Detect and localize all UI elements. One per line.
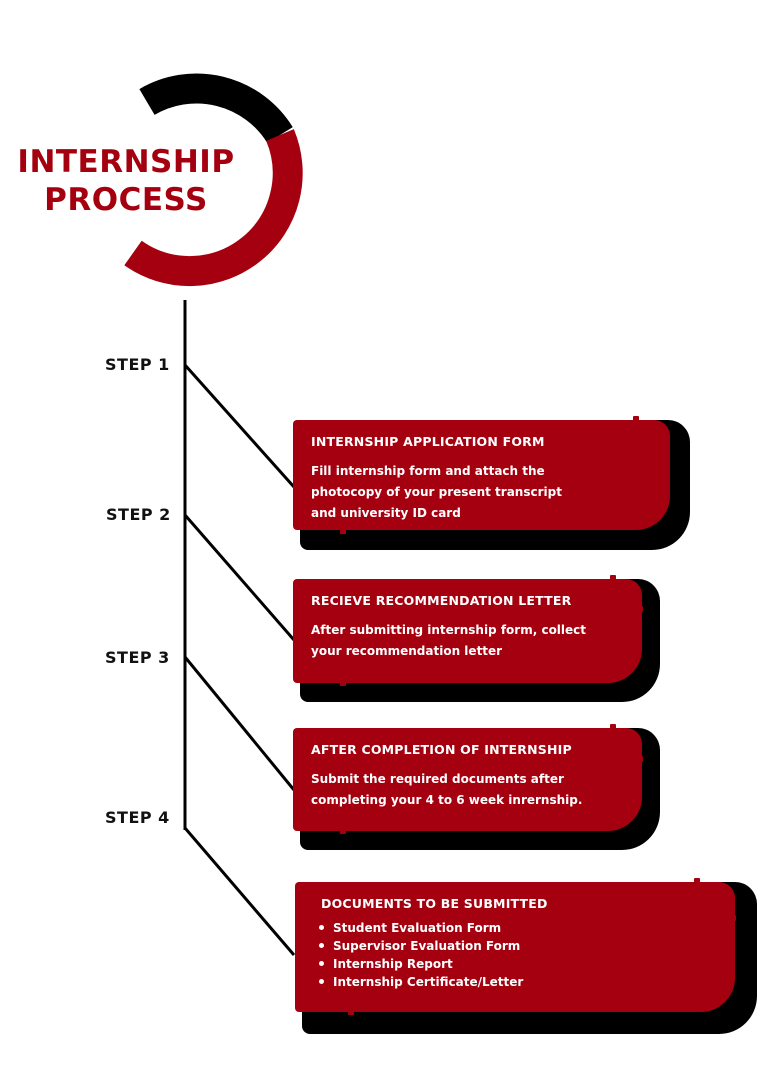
step-3-heading: AFTER COMPLETION OF INTERNSHIP [311,742,572,757]
step-label-4: STEP 4 [105,808,170,827]
step-2-body: After submitting internship form, collec… [311,623,587,658]
title-line-2: PROCESS [44,182,208,218]
title-ring [124,73,303,287]
step-1-heading: INTERNSHIP APPLICATION FORM [311,434,545,449]
connector-step-3 [183,656,296,791]
list-item: Internship Report [319,955,717,973]
connector-step-4 [183,827,296,956]
list-item: Student Evaluation Form [319,919,717,937]
step-1-body: Fill internship form and attach the phot… [311,464,562,520]
step-3-body: Submit the required documents after comp… [311,772,583,807]
step-2-heading: RECIEVE RECOMMENDATION LETTER [311,593,572,608]
list-item: Supervisor Evaluation Form [319,937,717,955]
step-label-1: STEP 1 [105,355,170,374]
step-label-2: STEP 2 [106,505,171,524]
connector-step-1 [183,364,296,488]
page-title: INTERNSHIP PROCESS [8,143,244,219]
title-line-1: INTERNSHIP [17,144,235,180]
documents-list: Student Evaluation Form Supervisor Evalu… [319,919,717,991]
step-4-heading: DOCUMENTS TO BE SUBMITTED [321,896,548,911]
connector-step-2 [183,514,296,641]
step-label-3: STEP 3 [105,648,170,667]
list-item: Internship Certificate/Letter [319,973,717,991]
